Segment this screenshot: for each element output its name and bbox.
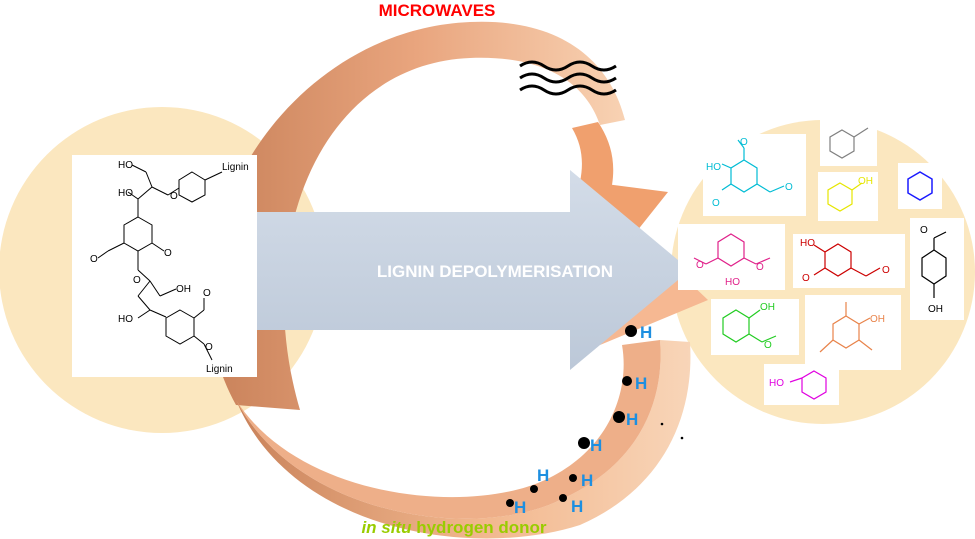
hydrogen-donor-text: hydrogen donor [412, 518, 547, 537]
svg-text:H: H [581, 471, 593, 490]
svg-text:OH: OH [760, 302, 775, 313]
svg-text:Lignin: Lignin [206, 364, 233, 375]
svg-text:O: O [756, 262, 764, 273]
svg-text:O: O [170, 191, 178, 202]
svg-text:O: O [90, 254, 98, 265]
stray-dot [660, 422, 664, 426]
svg-text:H: H [626, 410, 638, 429]
svg-text:O: O [785, 182, 793, 193]
svg-text:O: O [205, 342, 213, 353]
svg-text:O: O [740, 137, 748, 148]
svg-text:H: H [537, 466, 549, 485]
svg-text:O: O [696, 260, 704, 271]
hydrogen-atom: H [625, 323, 652, 342]
svg-text:O: O [133, 275, 141, 286]
hydrogen-atom: H [559, 494, 583, 516]
svg-text:O: O [920, 225, 928, 236]
product-guaiacol: OH O [711, 299, 799, 355]
svg-text:H: H [571, 497, 583, 516]
product-toluene [820, 120, 877, 166]
product-hydroxyacetophenone: O OH [910, 218, 964, 320]
hydrogen-atom: H [569, 471, 593, 490]
product-syringaldehyde: O HO O O [703, 134, 806, 216]
lignin-structure: HO Lignin HO O O O O OH HO O O Lignin [72, 155, 257, 377]
svg-text:O: O [712, 198, 720, 209]
product-syringol: O O HO [678, 224, 785, 290]
hydrogen-atom: H [613, 410, 638, 429]
product-benzene [898, 163, 942, 209]
product-vanillin: HO O O [793, 234, 905, 288]
svg-text:HO: HO [725, 277, 740, 288]
svg-text:O: O [882, 265, 890, 276]
stray-dot [680, 436, 684, 440]
svg-text:O: O [764, 340, 772, 351]
depolymerisation-label: LIGNIN DEPOLYMERISATION [377, 262, 613, 281]
svg-text:HO: HO [769, 378, 784, 389]
microwaves-label: MICROWAVES [379, 1, 496, 20]
depolymerisation-arrow [210, 170, 690, 370]
hydrogen-atom: H [530, 466, 549, 493]
hydrogen-donor-label: in situ hydrogen donor [361, 518, 546, 537]
svg-text:OH: OH [928, 304, 943, 315]
svg-text:OH: OH [870, 314, 885, 325]
svg-text:HO: HO [800, 238, 815, 249]
svg-text:O: O [203, 288, 211, 299]
svg-text:HO: HO [118, 188, 133, 199]
microwave-waves-icon [519, 60, 617, 96]
in-situ-label: in situ [361, 518, 412, 537]
hydrogen-atoms: H H H H H H H H [506, 323, 652, 517]
svg-text:OH: OH [176, 284, 191, 295]
svg-text:H: H [590, 436, 602, 455]
svg-text:HO: HO [706, 162, 721, 173]
hydrogen-atom: H [622, 374, 647, 393]
svg-text:Lignin: Lignin [222, 162, 249, 173]
svg-text:O: O [164, 248, 172, 259]
svg-text:H: H [514, 498, 526, 517]
svg-text:HO: HO [118, 314, 133, 325]
product-trimethylphenol: OH [805, 295, 901, 370]
svg-text:H: H [635, 374, 647, 393]
hydrogen-atom: H [506, 498, 526, 517]
svg-text:H: H [640, 323, 652, 342]
hydrogen-atom: H [578, 436, 602, 455]
svg-text:O: O [802, 273, 810, 284]
svg-text:HO: HO [118, 160, 133, 171]
product-phenol-yellow: OH [818, 172, 878, 221]
product-phenol-magenta: HO [764, 364, 839, 405]
svg-text:OH: OH [858, 176, 873, 187]
